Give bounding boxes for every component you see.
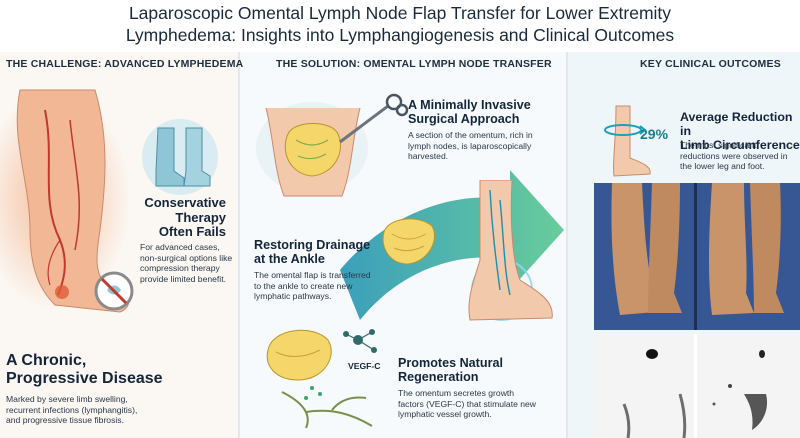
- prohibited-icon: [94, 271, 134, 311]
- percent-reduction: 29%: [640, 126, 669, 142]
- outcomes-header: KEY CLINICAL OUTCOMES: [640, 58, 781, 70]
- laparoscope-icon: [339, 93, 409, 144]
- approach-title: A Minimally Invasive Surgical Approach: [408, 98, 531, 126]
- divider: [238, 52, 240, 438]
- title-line-1: Laparoscopic Omental Lymph Node Flap Tra…: [128, 3, 672, 23]
- disease-title: A Chronic, Progressive Disease: [6, 352, 163, 387]
- ankle-foot-illustration: [468, 180, 553, 321]
- abdomen-illustration: [256, 102, 368, 197]
- reduction-title: Average Reduction in Limb Circumference: [680, 110, 800, 152]
- vegf-label: VEGF-C: [348, 361, 381, 371]
- approach-text: A section of the omentum, rich in lymph …: [408, 130, 533, 162]
- regeneration-text: The omentum secretes growth factors (VEG…: [398, 388, 537, 420]
- regeneration-title: Promotes Natural Regeneration: [398, 356, 503, 384]
- lymphoscintigraphy-scan: [594, 334, 800, 438]
- solution-header: THE SOLUTION: OMENTAL LYMPH NODE TRANSFE…: [276, 58, 552, 70]
- compression-stocking-icon: [142, 119, 218, 195]
- challenge-header: THE CHALLENGE: ADVANCED LYMPHEDEMA: [6, 58, 244, 70]
- divider: [566, 52, 568, 438]
- drainage-text: The omental flap is transferred to the a…: [254, 270, 371, 302]
- disease-text: Marked by severe limb swelling, recurren…: [6, 394, 138, 426]
- leg-measurement-icon: [604, 105, 651, 177]
- therapy-text: For advanced cases, non-surgical options…: [140, 242, 233, 284]
- reduction-text: The most significant reductions were obs…: [680, 140, 788, 172]
- drainage-title: Restoring Drainage at the Ankle: [254, 238, 371, 266]
- swollen-leg-illustration: [0, 89, 130, 313]
- title-line-2: Lymphedema: Insights into Lymphangiogene…: [125, 25, 675, 45]
- clinical-legs-photo: [594, 183, 800, 330]
- regeneration-illustration: [266, 329, 377, 429]
- therapy-title: Conservative Therapy Often Fails: [144, 195, 226, 239]
- omental-flap-icon: [382, 218, 435, 265]
- page-title: Laparoscopic Omental Lymph Node Flap Tra…: [0, 2, 800, 46]
